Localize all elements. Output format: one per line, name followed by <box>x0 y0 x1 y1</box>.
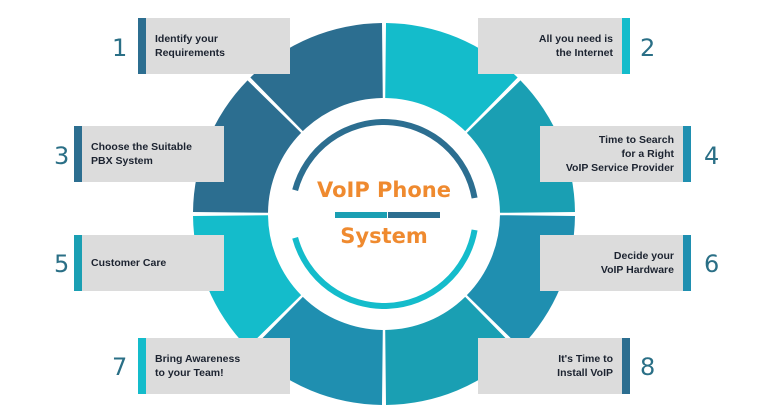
step-3-number: 3 <box>54 142 70 170</box>
step-7-accent-bar <box>138 338 146 394</box>
center-title-line2: System <box>340 224 428 248</box>
step-1-text: Identify your Requirements <box>155 33 226 59</box>
ring-segment-6 <box>250 296 383 405</box>
step-2-number: 2 <box>640 34 656 62</box>
step-6-text: Decide your VoIP Hardware <box>600 250 674 276</box>
ring-segments <box>193 23 575 405</box>
step-8-accent-bar <box>622 338 630 394</box>
step-1-accent-bar <box>138 18 146 74</box>
center-title-line1: VoIP Phone <box>316 178 451 202</box>
step-5-card: Customer Care <box>74 235 224 291</box>
center-divider-left <box>335 212 387 218</box>
center-arcs <box>292 119 478 309</box>
center-arc-bottom-left <box>292 229 478 309</box>
step-2-accent-bar <box>622 18 630 74</box>
step-5-text: Customer Care <box>91 257 167 269</box>
step-2-text: All you need is the Internet <box>538 33 613 59</box>
step-3-accent-bar <box>74 126 82 182</box>
center-divider-right <box>388 212 440 218</box>
step-5-number: 5 <box>54 250 70 278</box>
step-2-card: All you need is the Internet <box>478 18 630 74</box>
step-3-card: Choose the Suitable PBX System <box>74 126 224 182</box>
step-6-number: 6 <box>704 250 720 278</box>
step-4-accent-bar <box>683 126 691 182</box>
center-arc-top-right <box>292 119 478 199</box>
step-7-text: Bring Awareness to your Team! <box>155 353 241 379</box>
step-6-accent-bar <box>683 235 691 291</box>
step-1-card: Identify your Requirements <box>138 18 290 74</box>
step-4-number: 4 <box>704 142 720 170</box>
step-8-card: It's Time to Install VoIP <box>478 338 630 394</box>
step-5-accent-bar <box>74 235 82 291</box>
step-7-card: Bring Awareness to your Team! <box>138 338 290 394</box>
step-4-text: Time to Search for a Right VoIP Service … <box>565 134 674 174</box>
ring-segment-2 <box>385 23 518 132</box>
step-4-card: Time to Search for a Right VoIP Service … <box>540 126 691 182</box>
step-8-text: It's Time to Install VoIP <box>557 353 613 379</box>
step-7-number: 7 <box>112 353 128 381</box>
ring-segment-1 <box>250 23 383 132</box>
step-1-number: 1 <box>112 34 128 62</box>
step-3-text: Choose the Suitable PBX System <box>91 141 192 167</box>
step-8-number: 8 <box>640 353 656 381</box>
ring-segment-5 <box>385 296 518 405</box>
step-6-card: Decide your VoIP Hardware <box>540 235 691 291</box>
